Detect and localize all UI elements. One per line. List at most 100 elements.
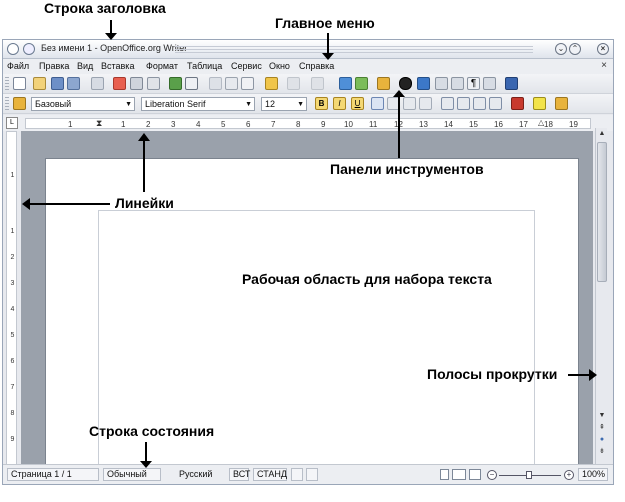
underline-button[interactable]: U [351, 97, 364, 110]
menu-help[interactable]: Справка [299, 61, 335, 71]
status-bar: Страница 1 / 1 Обычный Русский ВСТ СТАНД… [3, 464, 613, 484]
highlight-icon[interactable] [533, 97, 546, 110]
page-indicator[interactable]: Страница 1 / 1 [7, 468, 99, 481]
paragraph-style-value: Базовый [35, 99, 72, 109]
arrow-title-bar [110, 20, 112, 38]
background-color-icon[interactable] [555, 97, 568, 110]
paste-icon[interactable] [241, 77, 254, 90]
digital-signature[interactable] [306, 468, 318, 481]
scroll-up-icon[interactable]: ▲ [598, 130, 606, 137]
scroll-down-icon[interactable]: ▼ [598, 412, 606, 419]
increase-indent-icon[interactable] [489, 97, 502, 110]
page-style[interactable]: Обычный [103, 468, 161, 481]
align-left-icon[interactable] [371, 97, 384, 110]
single-page-view-icon[interactable] [440, 469, 449, 480]
italic-button[interactable]: I [333, 97, 346, 110]
arrow-toolbars [398, 96, 400, 158]
binoculars-icon[interactable] [399, 77, 412, 90]
previous-page-icon[interactable]: ⇞ [599, 424, 605, 431]
ruler-number: 9 [10, 436, 15, 443]
minimize-icon[interactable]: ⌄ [555, 43, 567, 55]
format-paintbrush-icon[interactable] [265, 77, 278, 90]
email-icon[interactable] [67, 77, 80, 90]
menu-insert[interactable]: Вставка [101, 61, 135, 71]
zoom-in-icon[interactable]: + [564, 470, 574, 480]
ruler-number: 9 [321, 120, 326, 129]
zoom-slider-knob[interactable] [526, 471, 532, 479]
window-menu-icon[interactable] [7, 43, 19, 55]
horizontal-ruler[interactable]: 1 1 2 3 4 5 6 7 8 9 10 11 12 13 14 15 16… [25, 118, 591, 129]
close-document-icon[interactable]: × [601, 60, 607, 71]
font-size-select[interactable]: 12 ▼ [261, 97, 307, 111]
navigation-icon[interactable]: ● [599, 436, 605, 443]
print-icon[interactable] [130, 77, 143, 90]
copy-icon[interactable] [225, 77, 238, 90]
scroll-thumb[interactable] [597, 142, 607, 282]
menu-file[interactable]: Файл [7, 61, 30, 71]
menu-view[interactable]: Вид [77, 61, 94, 71]
justify-icon[interactable] [419, 97, 432, 110]
cut-icon[interactable] [209, 77, 222, 90]
next-page-icon[interactable]: ⇟ [599, 448, 605, 455]
zoom-value[interactable]: 100% [578, 468, 608, 481]
new-document-icon[interactable] [13, 77, 26, 90]
formatting-marks-icon[interactable]: ¶ [467, 77, 480, 90]
help-icon[interactable] [505, 77, 518, 90]
data-sources-icon[interactable] [451, 77, 464, 90]
edit-file-icon[interactable] [91, 77, 104, 90]
font-name-select[interactable]: Liberation Serif ▼ [141, 97, 255, 111]
document-page[interactable] [45, 158, 579, 464]
tab-type-toggle[interactable]: L [6, 117, 18, 129]
ruler-number: 6 [246, 120, 251, 129]
annotation-toolbars: Панели инструментов [330, 161, 484, 177]
text-boundaries[interactable] [98, 210, 535, 464]
menu-tools[interactable]: Сервис [231, 61, 262, 71]
chevron-down-icon: ▼ [125, 101, 132, 108]
save-icon[interactable] [51, 77, 64, 90]
print-preview-icon[interactable] [147, 77, 160, 90]
bold-button[interactable]: B [315, 97, 328, 110]
vertical-scrollbar[interactable]: ▲ ▼ ⇞ ● ⇟ [595, 128, 607, 464]
zoom-out-icon[interactable]: − [487, 470, 497, 480]
toolbar-grip[interactable] [5, 97, 9, 111]
title-bar[interactable]: Без имени 1 - OpenOffice.org Writer ⌄ ⌃ … [3, 40, 613, 59]
undo-icon[interactable] [287, 77, 300, 90]
navigator-icon[interactable] [417, 77, 430, 90]
menu-edit[interactable]: Правка [39, 61, 70, 71]
open-icon[interactable] [33, 77, 46, 90]
menu-table[interactable]: Таблица [187, 61, 223, 71]
hyperlink-icon[interactable] [339, 77, 352, 90]
table-icon[interactable] [355, 77, 368, 90]
gallery-icon[interactable] [435, 77, 448, 90]
bullets-icon[interactable] [457, 97, 470, 110]
menu-window[interactable]: Окно [269, 61, 290, 71]
close-icon[interactable]: × [597, 43, 609, 55]
arrow-scrollbars [568, 374, 590, 376]
indent-marker-icon[interactable]: ⧗ [96, 118, 103, 128]
book-view-icon[interactable] [469, 469, 481, 480]
toolbar-grip[interactable] [5, 77, 9, 91]
align-right-icon[interactable] [403, 97, 416, 110]
redo-icon[interactable] [311, 77, 324, 90]
menu-format[interactable]: Формат [146, 61, 178, 71]
ruler-number: 8 [296, 120, 301, 129]
decrease-indent-icon[interactable] [473, 97, 486, 110]
draw-functions-icon[interactable] [377, 77, 390, 90]
annotation-rulers: Линейки [115, 195, 174, 211]
paragraph-style-select[interactable]: Базовый ▼ [31, 97, 135, 111]
zoom-icon[interactable] [483, 77, 496, 90]
selection-mode[interactable]: СТАНД [253, 468, 287, 481]
styles-formatting-icon[interactable] [13, 97, 26, 110]
language[interactable]: Русский [179, 469, 213, 479]
export-pdf-icon[interactable] [113, 77, 126, 90]
multi-page-view-icon[interactable] [452, 469, 466, 480]
autospellcheck-icon[interactable] [185, 77, 198, 90]
right-indent-marker-icon[interactable]: △ [538, 118, 545, 127]
spellcheck-icon[interactable] [169, 77, 182, 90]
font-color-icon[interactable] [511, 97, 524, 110]
maximize-icon[interactable]: ⌃ [569, 43, 581, 55]
title-drag-area[interactable] [175, 46, 533, 53]
numbering-icon[interactable] [441, 97, 454, 110]
vertical-ruler[interactable]: 1 1 2 3 4 5 6 7 8 9 [6, 131, 17, 481]
insert-mode[interactable]: ВСТ [229, 468, 250, 481]
